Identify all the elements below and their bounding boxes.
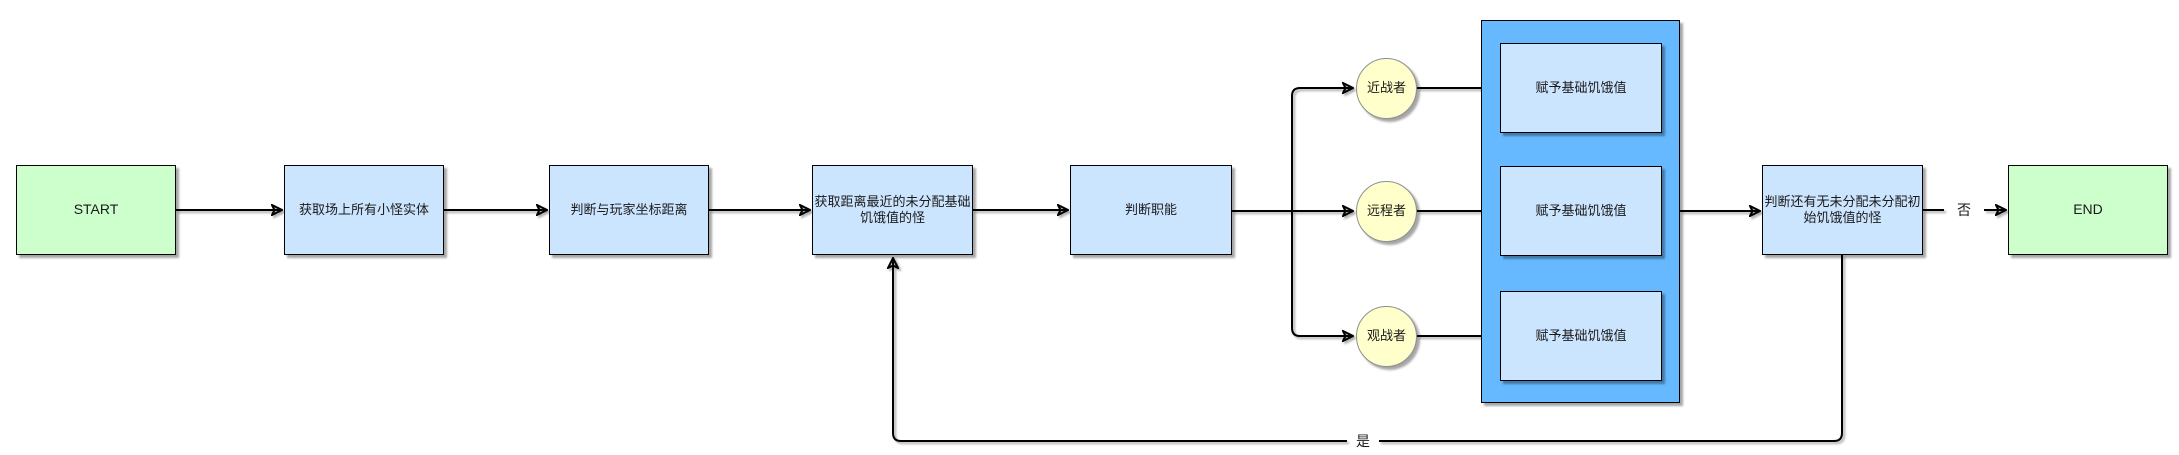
spectator-circle-node: 观战者	[1356, 306, 1417, 367]
get-all-minions-node: 获取场上所有小怪实体	[284, 165, 444, 255]
assign-base-hunger-ranged-node: 赋予基础饥饿值	[1500, 166, 1662, 256]
edge-label-no: 否	[1953, 200, 1975, 220]
edge-label-yes: 是	[1352, 431, 1374, 451]
get-nearest-unassigned-node: 获取距离最近的未分配基础饥饿值的怪	[812, 165, 973, 255]
assign-base-hunger-spectator-node: 赋予基础饥饿值	[1500, 291, 1662, 381]
end-node: END	[2008, 165, 2168, 255]
ranged-circle-node: 远程者	[1356, 181, 1417, 242]
judge-role-node: 判断职能	[1070, 165, 1232, 255]
melee-circle-node: 近战者	[1356, 58, 1417, 119]
start-node: START	[16, 165, 176, 255]
assign-base-hunger-melee-node: 赋予基础饥饿值	[1500, 43, 1662, 133]
judge-player-distance-node: 判断与玩家坐标距离	[549, 165, 709, 255]
judge-remaining-node: 判断还有无未分配未分配初始饥饿值的怪	[1762, 165, 1923, 255]
